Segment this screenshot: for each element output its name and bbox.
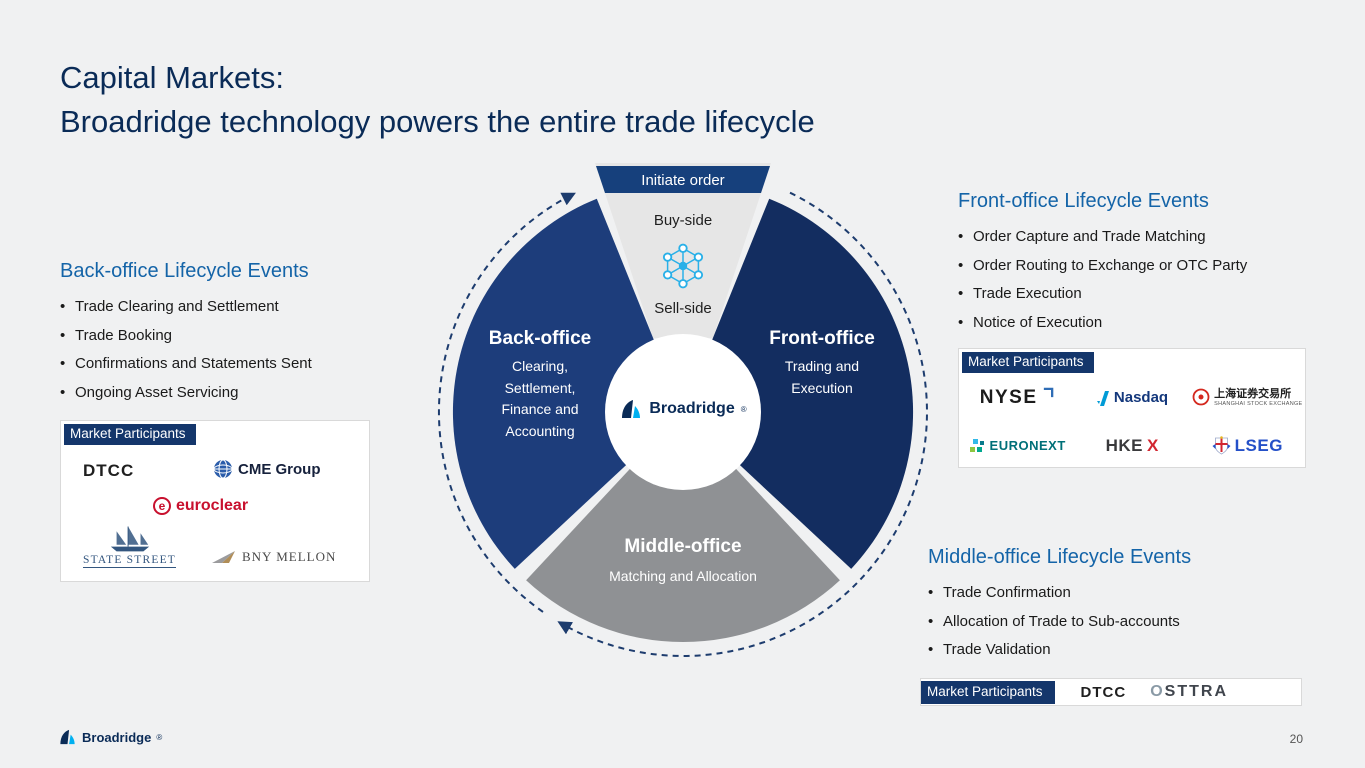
cycle-arrow-right [557,191,928,657]
front-office-bullets: Order Capture and Trade Matching Order R… [958,228,1318,332]
initiate-order-label: Initiate order [641,172,725,189]
bullet-item: Trade Confirmation [928,584,1308,602]
osttra-logo: OSTTRA [1150,683,1228,700]
nasdaq-logo: Nasdaq [1096,389,1168,407]
shanghai-stock-exchange-logo: 上海证券交易所 SHANGHAI STOCK EXCHANGE [1192,388,1302,407]
nyse-logo: NYSE [980,387,1054,409]
bullet-item: Trade Clearing and Settlement [60,298,390,316]
back-office-section: Back-office Lifecycle Events Trade Clear… [60,260,390,413]
euronext-squares-icon [969,438,984,452]
broadridge-footer-logo: Broadridge® [58,728,162,746]
broadridge-icon [622,400,641,418]
bullet-item: Trade Validation [928,641,1308,659]
bullet-item: Ongoing Asset Servicing [60,384,390,402]
middle-office-sector [526,412,840,643]
back-office-sector-label: Back-office [488,328,592,349]
front-office-heading: Front-office Lifecycle Events [958,190,1209,212]
euroclear-logo: e euroclear [153,497,248,515]
lseg-logo: LSEG [1212,436,1283,456]
bny-arrow-icon [212,550,235,563]
nasdaq-ribbon-icon [1096,390,1109,406]
initiate-order-banner [596,166,770,193]
bullet-item: Order Routing to Exchange or OTC Party [958,257,1318,275]
sse-emblem-icon [1192,389,1210,406]
back-office-participants-box: Market Participants DTCC CME Group e eur… [60,420,370,582]
euroclear-e-icon: e [153,497,171,515]
cme-group-logo: CME Group [213,459,321,479]
middle-office-heading: Middle-office Lifecycle Events [928,546,1192,568]
front-office-sector [683,198,914,569]
title-line-1: Capital Markets: [60,60,284,95]
back-office-bullets: Trade Clearing and Settlement Trade Book… [60,298,390,402]
exchange-logo-grid: NYSE Nasdaq 上海证券交易所 SHANGH [959,373,1305,469]
dtcc-logo: DTCC [83,461,135,480]
broadridge-icon [60,729,75,745]
bullet-item: Notice of Execution [958,314,1318,332]
page-title: Capital Markets: Broadridge technology p… [60,56,815,144]
bny-mellon-logo: BNY MELLON [211,549,336,565]
middle-office-sector-label: Middle-office [624,536,742,557]
bullet-item: Allocation of Trade to Sub-accounts [928,613,1308,631]
nyse-mark-icon [1043,387,1053,397]
state-street-ship-icon [110,526,149,552]
middle-office-bullets: Trade Confirmation Allocation of Trade t… [928,584,1308,659]
lseg-crest-icon [1212,435,1231,454]
cme-globe-icon [213,459,233,479]
front-office-participants-box: Market Participants NYSE Nasdaq [958,348,1306,468]
broadridge-center-logo: Broadridge® [423,398,943,420]
participants-label: Market Participants [921,680,1055,704]
front-office-sector-label: Front-office [769,328,875,349]
dtcc-logo: DTCC [1080,683,1127,701]
lifecycle-wheel [437,163,928,657]
middle-office-participants-box: Market Participants DTCC OSTTRA [920,678,1302,706]
middle-office-section: Middle-office Lifecycle Events Trade Con… [928,546,1308,671]
front-office-sector-sublabel: Trading and Execution [784,358,860,396]
back-office-heading: Back-office Lifecycle Events [60,260,309,282]
back-office-sector-sublabel: Clearing, Settlement, Finance and Accoun… [501,358,579,440]
euronext-logo: EURONEXT [968,437,1066,455]
bullet-item: Trade Execution [958,285,1318,303]
center-hub [605,334,761,490]
front-office-section: Front-office Lifecycle Events Order Capt… [958,190,1318,343]
participants-label: Market Participants [962,352,1094,373]
bullet-item: Confirmations and Statements Sent [60,355,390,373]
participants-label: Market Participants [64,424,196,445]
middle-office-sector-sublabel: Matching and Allocation [609,568,757,584]
page-number: 20 [1289,732,1303,746]
state-street-logo: STATE STREET [83,523,177,568]
title-line-2: Broadridge technology powers the entire … [60,104,815,140]
buy-side-label: Buy-side [653,212,713,229]
network-icon [662,243,704,289]
back-office-sector [452,198,683,569]
sell-side-label: Sell-side [654,300,712,317]
bullet-item: Trade Booking [60,327,390,345]
trade-lifecycle-diagram: Initiate order Buy-side Sell-side Back-o… [423,152,943,672]
bullet-item: Order Capture and Trade Matching [958,228,1318,246]
